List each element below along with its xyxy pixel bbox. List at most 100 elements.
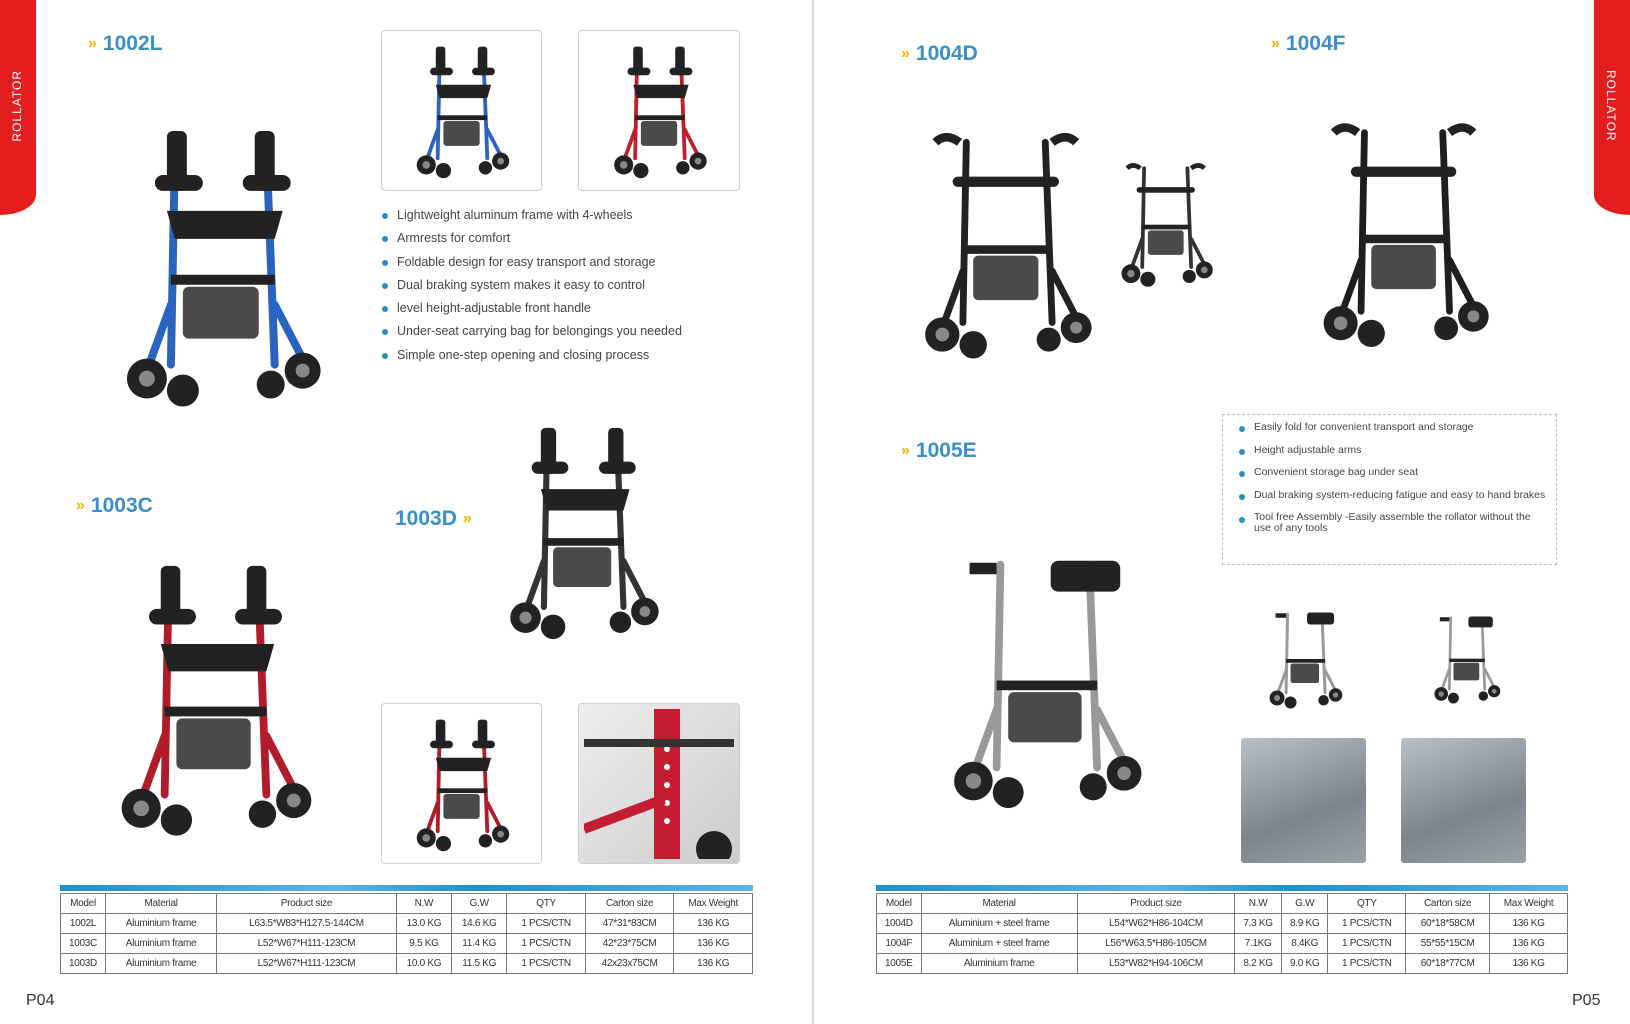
model-title-1003C: » 1003C [76,494,153,518]
table-cell: L56*W63.5*H86-105CM [1076,933,1236,954]
feature-item: Height adjustable arms [1237,444,1546,467]
section-tab-label: ROLLATOR [10,70,24,142]
model-label: 1005E [915,439,977,462]
section-tab-left: ROLLATOR [0,0,36,215]
table-cell: 7.1KG [1234,933,1282,954]
lifestyle-photo-walking [1401,738,1526,863]
product-image-1004F [1300,78,1508,374]
chevron-icon: » [1271,35,1280,52]
column-header: Max Weight [673,893,753,914]
table-cell: 60*18*58CM [1405,913,1491,934]
model-label: 1003C [90,494,153,517]
chevron-icon: » [76,497,85,514]
column-header: Model [876,893,922,914]
column-header: Carton size [1405,893,1491,914]
product-thumb-1005E-folded [1425,593,1508,718]
table-cell: 1004F [876,933,922,954]
table-cell: 1002L [60,913,106,934]
table-cell: 13.0 KG [395,913,453,934]
table-cell: 136 KG [673,933,753,954]
lifestyle-photo-seated [1241,738,1366,863]
table-cell: 60*18*77CM [1405,953,1491,974]
table-cell: 8.9 KG [1280,913,1329,934]
rollator-illustration [121,565,312,836]
table-cell: 136 KG [1489,953,1568,974]
table-cell: 11.5 KG [451,953,508,974]
product-image-1005E [894,510,1196,832]
product-image-1003D [489,390,676,671]
feature-list-left: Lightweight aluminum frame with 4-wheels… [380,208,682,371]
table-cell: 1 PCS/CTN [506,913,586,934]
table-cell: 9.0 KG [1280,953,1329,974]
table-cell: 1003D [60,953,106,974]
feature-item: Dual braking system-reducing fatigue and… [1237,489,1546,512]
table-cell: Aluminium frame [104,913,218,934]
model-title-1003D: 1003D» [395,507,472,531]
table-cell: L53*W82*H94-106CM [1076,953,1236,974]
table-cell: 9.5 KG [395,933,453,954]
feature-item: Simple one-step opening and closing proc… [380,348,682,371]
column-header: Material [920,893,1078,914]
table-cell: 10.0 KG [395,953,453,974]
column-header: N.W [1234,893,1282,914]
feature-item: Lightweight aluminum frame with 4-wheels [380,208,682,231]
section-tab-right: ROLLATOR [1594,0,1630,215]
model-label: 1004D [915,42,978,65]
feature-item: Easily fold for convenient transport and… [1237,421,1546,444]
feature-item: Armrests for comfort [380,231,682,254]
column-header: G.W [1280,893,1329,914]
table-cell: 1003C [60,933,106,954]
section-tab-label: ROLLATOR [1604,70,1618,142]
table-cell: 8.2 KG [1234,953,1282,974]
model-title-1002L: »1002L [88,32,162,56]
product-image-1003C [94,530,333,863]
column-header: N.W [395,893,453,914]
feature-item: Dual braking system makes it easy to con… [380,278,682,301]
column-header: QTY [1327,893,1407,914]
feature-box-right: Easily fold for convenient transport and… [1222,414,1557,565]
rollator-illustration [127,131,321,407]
table-cell: 14.6 KG [451,913,508,934]
model-title-1004D: »1004D [901,42,978,66]
rollator-illustration [1121,163,1213,287]
model-label: 1004F [1285,32,1346,55]
feature-item: Convenient storage bag under seat [1237,466,1546,489]
table-cell: 1 PCS/CTN [1327,953,1407,974]
table-cell: 136 KG [1489,933,1568,954]
model-title-1004F: » 1004F [1271,32,1345,56]
table-cell: 136 KG [673,913,753,934]
table-cell: 7.3 KG [1234,913,1282,934]
product-thumb-1002L-red [578,30,740,191]
column-header: Carton size [584,893,675,914]
table-cell: 55*55*15CM [1405,933,1491,954]
product-image-1004D-folded [1108,140,1223,300]
feature-item: level height-adjustable front handle [380,301,682,324]
feature-item: Tool free Assembly -Easily assemble the … [1237,511,1546,534]
column-header: QTY [506,893,586,914]
table-cell: 1005E [876,953,922,974]
product-thumb-height-adjust-detail [578,703,740,864]
rollator-illustration [510,427,659,640]
table-cell: 1 PCS/CTN [506,953,586,974]
table-cell: 1004D [876,913,922,934]
product-image-1004D [894,94,1118,380]
table-header-bar [876,885,1568,891]
column-header: Product size [1076,893,1236,914]
product-thumb-1005E-side [1253,593,1357,718]
table-cell: Aluminium frame [920,953,1078,974]
product-thumb-1002L-folded [381,30,542,191]
model-label: 1002L [102,32,163,55]
rollator-illustration [1324,123,1490,347]
table-cell: Aluminium + steel frame [920,933,1078,954]
rollator-illustration [954,560,1142,809]
chevron-icon: » [462,510,472,527]
feature-item: Under-seat carrying bag for belongings y… [380,324,682,347]
